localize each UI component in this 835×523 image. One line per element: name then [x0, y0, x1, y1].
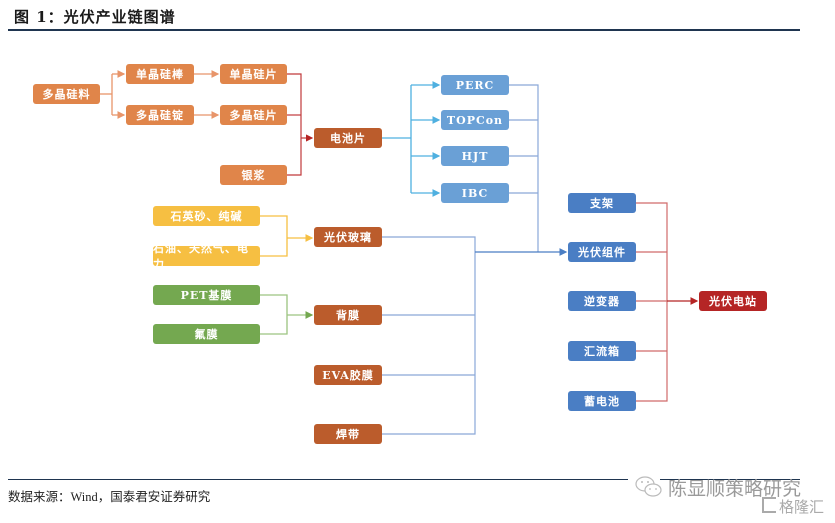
- node-backsheet: 背膜: [314, 305, 382, 325]
- edge-materials-to-module: [382, 236, 476, 435]
- node-pv-module: 光伏组件: [568, 242, 636, 262]
- node-ribbon: 焊带: [314, 424, 382, 444]
- node-pv-station: 光伏电站: [699, 291, 767, 311]
- node-mono-wafer: 单晶硅片: [220, 64, 287, 84]
- source-note: 数据来源：Wind，国泰君安证券研究: [8, 490, 211, 504]
- watermark-site: 格隆汇: [762, 496, 824, 517]
- edge-glass-inputs: [260, 215, 314, 257]
- edge-backsheet-inputs: [260, 294, 314, 335]
- node-inverter: 逆变器: [568, 291, 636, 311]
- node-poly-ingot: 多晶硅锭: [126, 105, 194, 125]
- node-pet-film: PET基膜: [153, 285, 260, 305]
- node-poly-wafer: 多晶硅片: [220, 105, 287, 125]
- edge-cell-to-techs: [382, 81, 441, 197]
- watermark-account: 陈显顺策略研究: [668, 478, 802, 500]
- footer-rule-right: [660, 479, 800, 480]
- node-topcon: TOPCon: [441, 110, 509, 130]
- node-pv-glass: 光伏玻璃: [314, 227, 382, 247]
- node-perc: PERC: [441, 75, 509, 95]
- node-eva-film: EVA胶膜: [314, 365, 382, 385]
- node-battery: 蓄电池: [568, 391, 636, 411]
- node-poly-material: 多晶硅料: [33, 84, 100, 104]
- node-quartz-soda: 石英砂、纯碱: [153, 206, 260, 226]
- wechat-icon: [635, 476, 662, 497]
- figure-title: 图 1：光伏产业链图谱: [14, 8, 176, 26]
- node-cell: 电池片: [314, 128, 382, 148]
- edge-poly-to-rod-ingot: [100, 70, 220, 119]
- node-ibc: IBC: [441, 183, 509, 203]
- edge-techs-to-module: [509, 84, 539, 252]
- edge-wafers-to-cell: [287, 73, 314, 176]
- node-silver-paste: 银浆: [220, 165, 287, 185]
- node-oil-gas-power: 石油、天然气、电力: [153, 242, 260, 271]
- node-combiner-box: 汇流箱: [568, 341, 636, 361]
- gelonghui-logo-icon: [762, 497, 776, 513]
- footer-rule: [8, 479, 628, 480]
- node-fluoro-film: 氟膜: [153, 324, 260, 344]
- watermark-site-label: 格隆汇: [779, 498, 825, 516]
- title-rule: [8, 29, 800, 31]
- node-mono-rod: 单晶硅棒: [126, 64, 194, 84]
- node-bracket: 支架: [568, 193, 636, 213]
- edge-parts-to-station: [636, 202, 668, 402]
- node-hjt: HJT: [441, 146, 509, 166]
